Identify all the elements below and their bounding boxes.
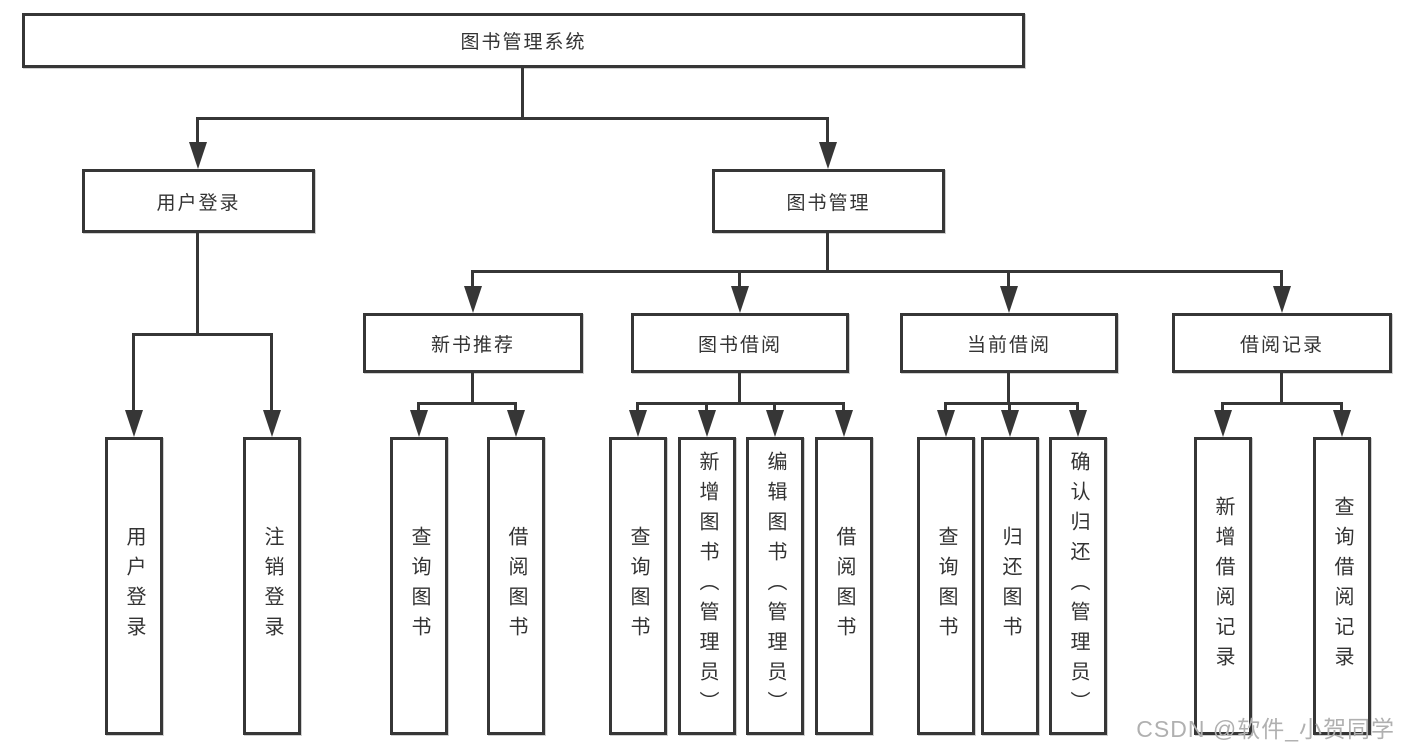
connector-line [471,270,474,289]
node-book-management: 图书管理 [712,169,945,233]
connector-line [1280,270,1283,289]
connector-line [196,233,199,336]
connector-line [1221,402,1343,405]
connector-line [270,333,273,413]
csdn-watermark: CSDN @软件_小贺同学 [1136,716,1395,742]
connector-line [417,402,517,405]
connector-line [944,402,947,413]
node-add-borrow-record: 新增借阅记录 [1194,437,1252,735]
connector-line [1221,402,1224,413]
connector-line [826,233,829,273]
arrow-down-icon [937,410,955,437]
connector-line [1008,402,1011,413]
connector-line [1076,402,1079,413]
connector-line [521,68,524,120]
node-book-borrow: 图书借阅 [631,313,849,373]
arrow-down-icon [1214,410,1232,437]
arrow-down-icon [1333,410,1351,437]
arrow-down-icon [629,410,647,437]
connector-line [514,402,517,413]
arrow-down-icon [731,286,749,313]
connector-line [826,117,829,145]
node-return-books: 归还图书 [981,437,1039,735]
node-current-borrow: 当前借阅 [900,313,1118,373]
connector-line [471,270,1283,273]
connector-line [944,402,1079,405]
node-logout: 注销登录 [243,437,301,735]
connector-line [132,333,273,336]
node-borrow-books-recommend: 借阅图书 [487,437,545,735]
connector-line [738,270,741,289]
arrow-down-icon [835,410,853,437]
arrow-down-icon [263,410,281,437]
node-query-books-recommend: 查询图书 [390,437,448,735]
connector-line [1280,373,1283,405]
connector-line [705,402,708,413]
connector-line [196,117,199,145]
arrow-down-icon [819,142,837,169]
node-borrow-records: 借阅记录 [1172,313,1392,373]
node-new-book-recommend: 新书推荐 [363,313,583,373]
node-user-login: 用户登录 [82,169,315,233]
connector-line [1340,402,1343,413]
node-query-books-current: 查询图书 [917,437,975,735]
arrow-down-icon [1000,286,1018,313]
arrow-down-icon [766,410,784,437]
node-confirm-return-admin: 确认归还（管理员） [1049,437,1107,735]
connector-line [636,402,845,405]
node-query-books-borrow: 查询图书 [609,437,667,735]
node-query-borrow-record: 查询借阅记录 [1313,437,1371,735]
arrow-down-icon [1001,410,1019,437]
connector-line [471,373,474,405]
arrow-down-icon [698,410,716,437]
arrow-down-icon [1069,410,1087,437]
arrow-down-icon [125,410,143,437]
connector-line [842,402,845,413]
arrow-down-icon [410,410,428,437]
connector-line [636,402,639,413]
connector-line [132,333,135,413]
node-add-books-admin: 新增图书（管理员） [678,437,736,735]
connector-line [417,402,420,413]
node-library-management-system: 图书管理系统 [22,13,1025,68]
connector-line [1007,373,1010,405]
arrow-down-icon [1273,286,1291,313]
arrow-down-icon [189,142,207,169]
node-borrow-books: 借阅图书 [815,437,873,735]
arrow-down-icon [507,410,525,437]
connector-line [1007,270,1010,289]
arrow-down-icon [464,286,482,313]
connector-line [773,402,776,413]
node-edit-books-admin: 编辑图书（管理员） [746,437,804,735]
connector-line [196,117,829,120]
connector-line [738,373,741,405]
node-user-login-leaf: 用户登录 [105,437,163,735]
